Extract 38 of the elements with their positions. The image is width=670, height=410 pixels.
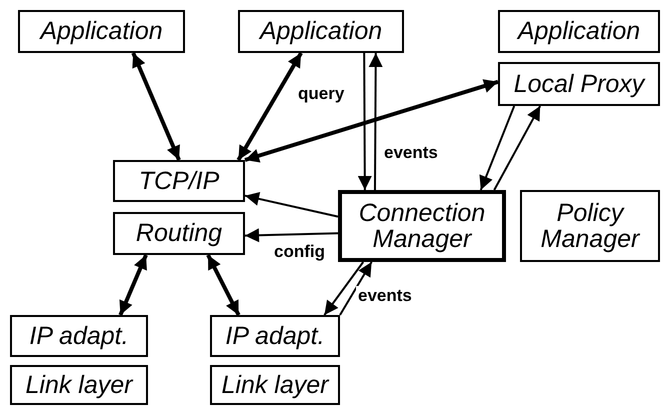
- component-box: [338, 190, 506, 262]
- component-box: [238, 10, 404, 53]
- component-label: Connection Manager: [358, 200, 486, 252]
- edge-label: config: [272, 242, 327, 262]
- component-box: [10, 315, 148, 357]
- component-label: Link layer: [222, 372, 328, 398]
- arrow: [244, 79, 499, 163]
- component-box: [498, 62, 660, 106]
- component-label: Policy Manager: [540, 200, 641, 252]
- component-box: [113, 212, 245, 255]
- component-label: TCP/IP: [138, 168, 220, 194]
- arrow: [479, 106, 516, 190]
- component-label: IP adapt.: [29, 322, 129, 350]
- component-label: Routing: [136, 220, 222, 247]
- arrow: [244, 228, 338, 242]
- arrow: [131, 52, 181, 161]
- component-label: Local Proxy: [514, 70, 644, 98]
- arrow: [368, 53, 383, 190]
- arrow: [118, 254, 148, 316]
- arrow: [493, 106, 541, 190]
- component-box: [520, 190, 660, 262]
- component-box: [210, 315, 340, 357]
- arrow: [358, 53, 372, 190]
- component-label: Application: [260, 18, 382, 45]
- component-box: [10, 365, 148, 405]
- arrow: [324, 261, 364, 316]
- arrow: [244, 192, 338, 218]
- component-label: Application: [518, 18, 640, 45]
- component-box: [498, 10, 660, 53]
- arrow: [236, 52, 303, 162]
- component-label: Application: [40, 18, 163, 45]
- component-label: IP adapt.: [225, 322, 325, 350]
- component-box: [210, 365, 340, 405]
- component-label: Link layer: [26, 372, 132, 398]
- component-box: [18, 10, 185, 53]
- arrow: [206, 254, 240, 316]
- component-box: [113, 160, 245, 202]
- arrow: [339, 261, 372, 316]
